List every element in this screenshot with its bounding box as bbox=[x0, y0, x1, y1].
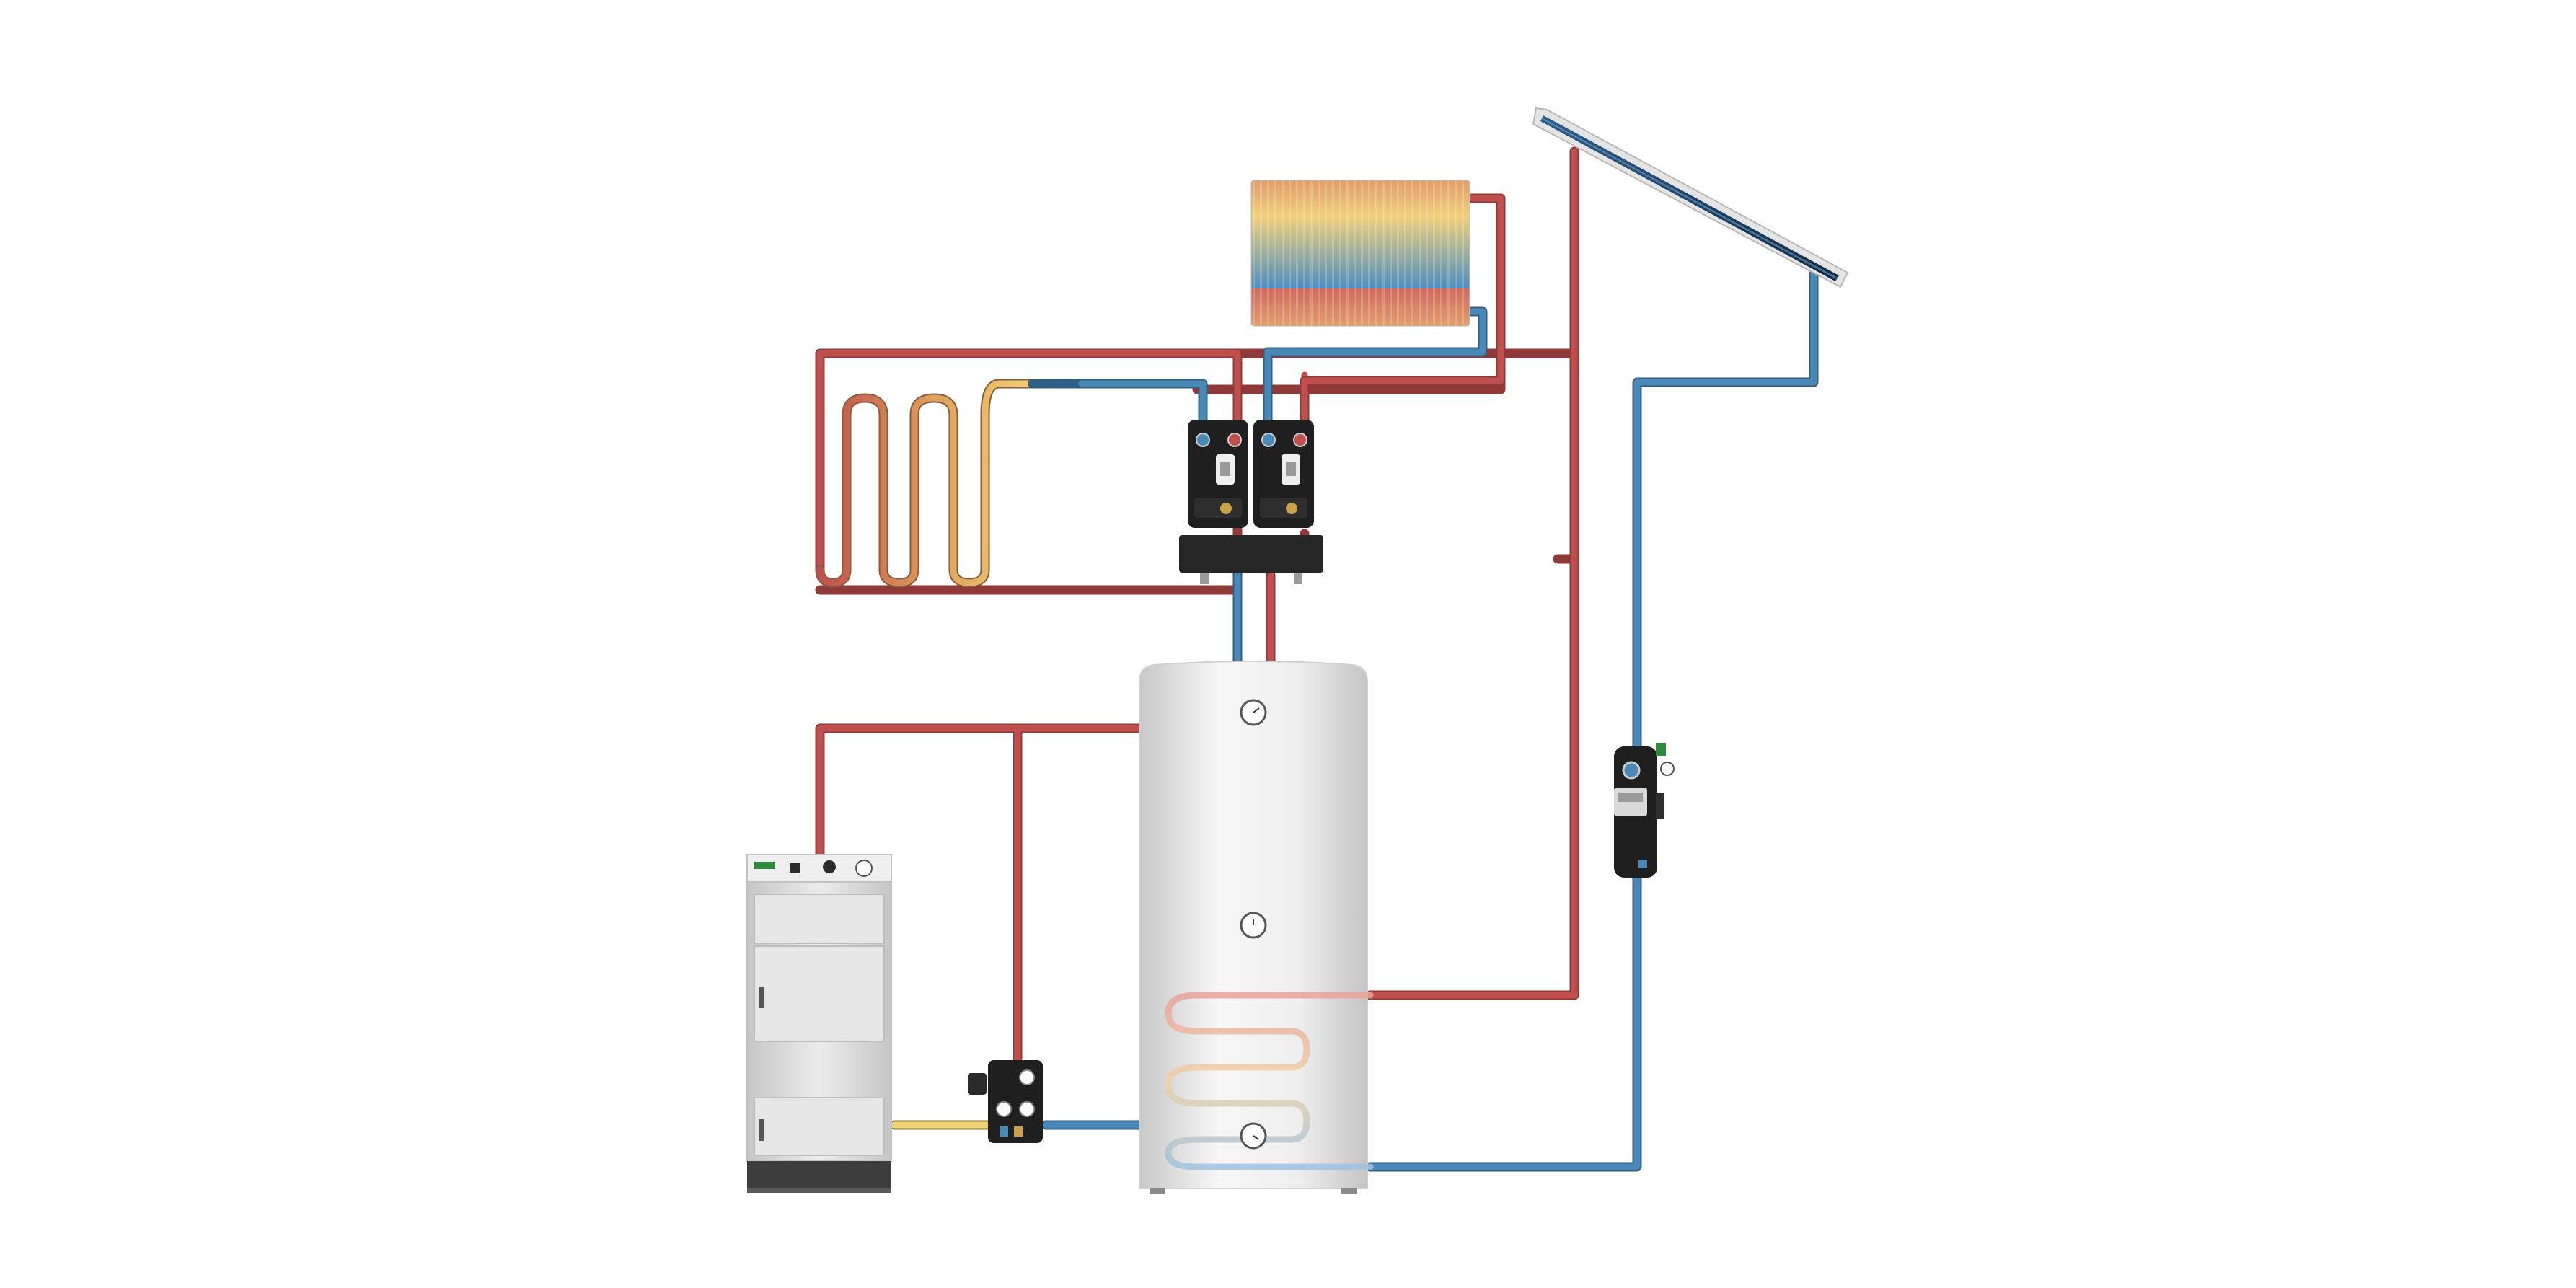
boiler-supply bbox=[816, 725, 1153, 858]
pump-group-icon bbox=[1188, 420, 1314, 528]
solar-panel-icon bbox=[1532, 107, 1849, 288]
solar-return bbox=[1367, 270, 1817, 1170]
thermometer-icon bbox=[1240, 912, 1267, 939]
floor-heating-coil bbox=[816, 380, 1036, 586]
manifold-icon bbox=[1179, 535, 1323, 584]
solar-pump-station-icon bbox=[1614, 743, 1675, 878]
boiler-icon bbox=[746, 854, 892, 1193]
thermometer-icon bbox=[1240, 1122, 1267, 1150]
thermometer-icon bbox=[1240, 699, 1267, 726]
load-valve-icon bbox=[968, 1060, 1043, 1143]
radiator-return bbox=[1264, 308, 1486, 429]
radiator-icon bbox=[1250, 180, 1470, 327]
radiator-supply bbox=[1301, 195, 1504, 429]
solar-supply bbox=[1367, 148, 1578, 999]
pipe-network bbox=[815, 146, 1819, 1172]
